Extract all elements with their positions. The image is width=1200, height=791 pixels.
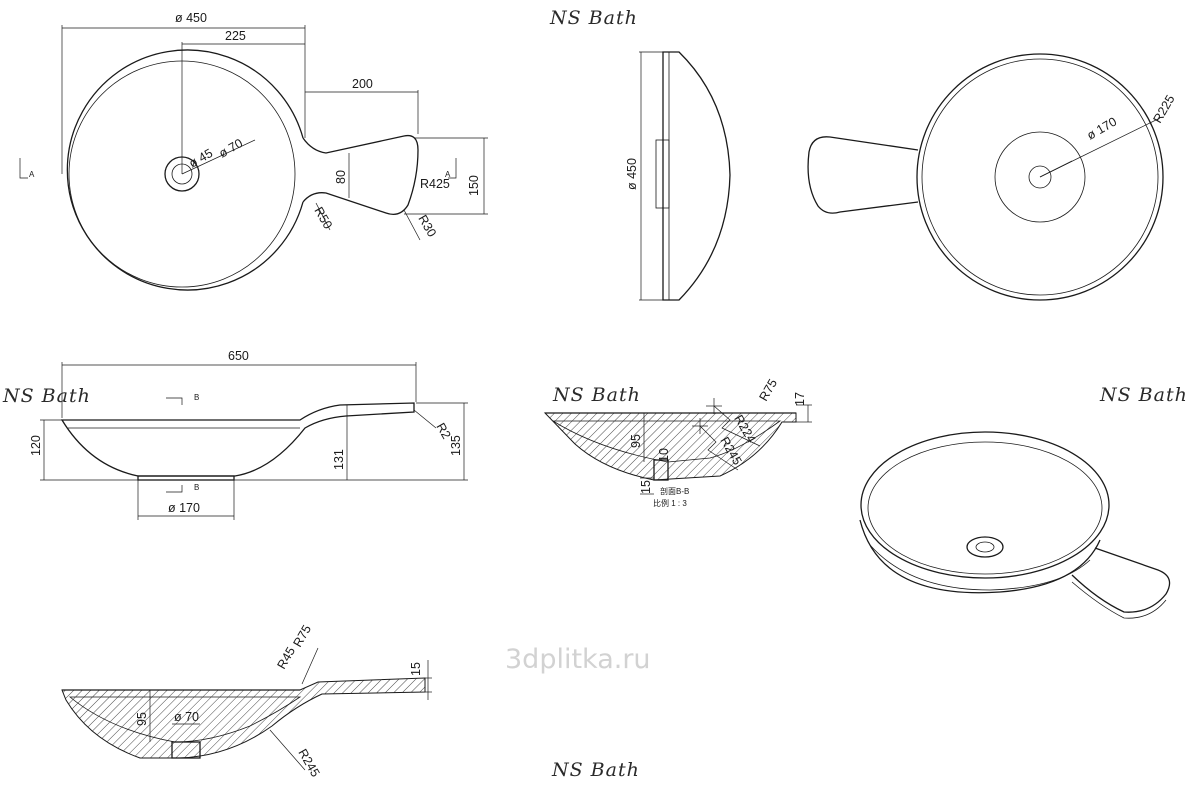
- dim-section-b-base: 15: [639, 480, 653, 494]
- dim-r-neck: R50: [311, 205, 335, 232]
- section-b-caption: 剖面B-B: [660, 486, 689, 496]
- underside-drain-circle: [1028, 165, 1052, 189]
- side-view: ø 450: [625, 51, 731, 301]
- side-profile-outline: [662, 51, 731, 301]
- side-drain-slot: [655, 139, 670, 209]
- dim-section-b-drain: 10: [657, 448, 671, 462]
- section-mark-b-bottom: B: [194, 483, 199, 492]
- section-a-view: 95 ø 70 R75 R45 15 R245: [61, 623, 432, 780]
- dim-underside-bowl: ø 170: [1085, 114, 1120, 142]
- dim-front-length: 650: [228, 349, 249, 363]
- section-b-hatch: [543, 412, 797, 481]
- dim-section-a-depth: 95: [135, 712, 149, 726]
- iso-drain-inner: [975, 541, 995, 553]
- front-view: 650 120 131 135 R2 ø 170 B B: [29, 349, 468, 520]
- dim-section-a-r45: R45: [274, 645, 298, 672]
- top-view: ø 450 225 200 150 80 ø 45 ø 70 R425 R50 …: [19, 11, 488, 291]
- front-base: [137, 475, 235, 481]
- dim-underside-radius: R225: [1150, 93, 1177, 126]
- dim-section-a-r75: R75: [290, 623, 314, 650]
- dim-drain-outer: ø 70: [217, 136, 246, 161]
- brand-label-right: NS Bath: [1099, 384, 1188, 406]
- section-mark-a-right: A: [445, 170, 451, 179]
- dim-r-tip: R425: [420, 177, 450, 191]
- dim-handle-end: 150: [467, 175, 481, 196]
- dim-r-corner: R30: [415, 213, 439, 240]
- iso-inner-rim: [867, 441, 1103, 575]
- dim-section-a-drain: ø 70: [174, 710, 199, 724]
- iso-lower-rim: [859, 519, 1101, 594]
- dim-front-r-end: R2: [433, 421, 453, 442]
- dim-section-a-r245: R245: [295, 747, 322, 780]
- dim-section-b-thickness: 17: [793, 392, 807, 406]
- section-mark-b-top: B: [194, 393, 199, 402]
- brand-label-top: NS Bath: [549, 7, 638, 29]
- dim-side-diameter: ø 450: [625, 158, 639, 190]
- brand-label-section: NS Bath: [552, 384, 641, 406]
- watermark: 3dplitka.ru: [505, 644, 651, 675]
- section-mark-a-left: A: [29, 170, 35, 179]
- dim-drain-inner: ø 45: [187, 146, 216, 171]
- underside-handle-outline: [807, 136, 919, 214]
- brand-label-left: NS Bath: [2, 385, 91, 407]
- iso-handle-outline: [1071, 547, 1171, 613]
- underside-inner-circle: [921, 58, 1159, 296]
- basin-rim-outline: [66, 49, 304, 291]
- dim-front-base-diameter: ø 170: [168, 501, 200, 515]
- dim-section-a-thickness: 15: [409, 662, 423, 676]
- dim-handle-length: 200: [352, 77, 373, 91]
- isometric-view: [859, 431, 1171, 619]
- front-profile-outline: [60, 402, 415, 477]
- dim-front-height-mid: 131: [332, 449, 346, 470]
- handle-outline: [302, 134, 419, 216]
- section-b-view: 95 10 15 R75 17 R224 R245 剖面B-B 比例 1 : 3: [543, 377, 812, 508]
- iso-outer-rim: [860, 431, 1110, 579]
- dim-outer-diameter: ø 450: [175, 11, 207, 25]
- underside-outer-circle: [916, 53, 1164, 301]
- underside-view: ø 170 R225: [807, 53, 1178, 301]
- underside-base-circle: [994, 131, 1086, 223]
- dim-section-b-depth: 95: [629, 434, 643, 448]
- iso-drain-outer: [966, 536, 1004, 558]
- dim-handle-neck: 80: [334, 170, 348, 184]
- brand-label-bottom: NS Bath: [551, 759, 640, 781]
- dim-section-b-r75: R75: [756, 377, 780, 404]
- section-a-drain: [171, 741, 201, 759]
- section-a-hatch: [61, 677, 426, 759]
- dim-front-height-right: 135: [449, 435, 463, 456]
- section-b-scale: 比例 1 : 3: [653, 498, 687, 508]
- dim-front-height-left: 120: [29, 435, 43, 456]
- dim-radius-center: 225: [225, 29, 246, 43]
